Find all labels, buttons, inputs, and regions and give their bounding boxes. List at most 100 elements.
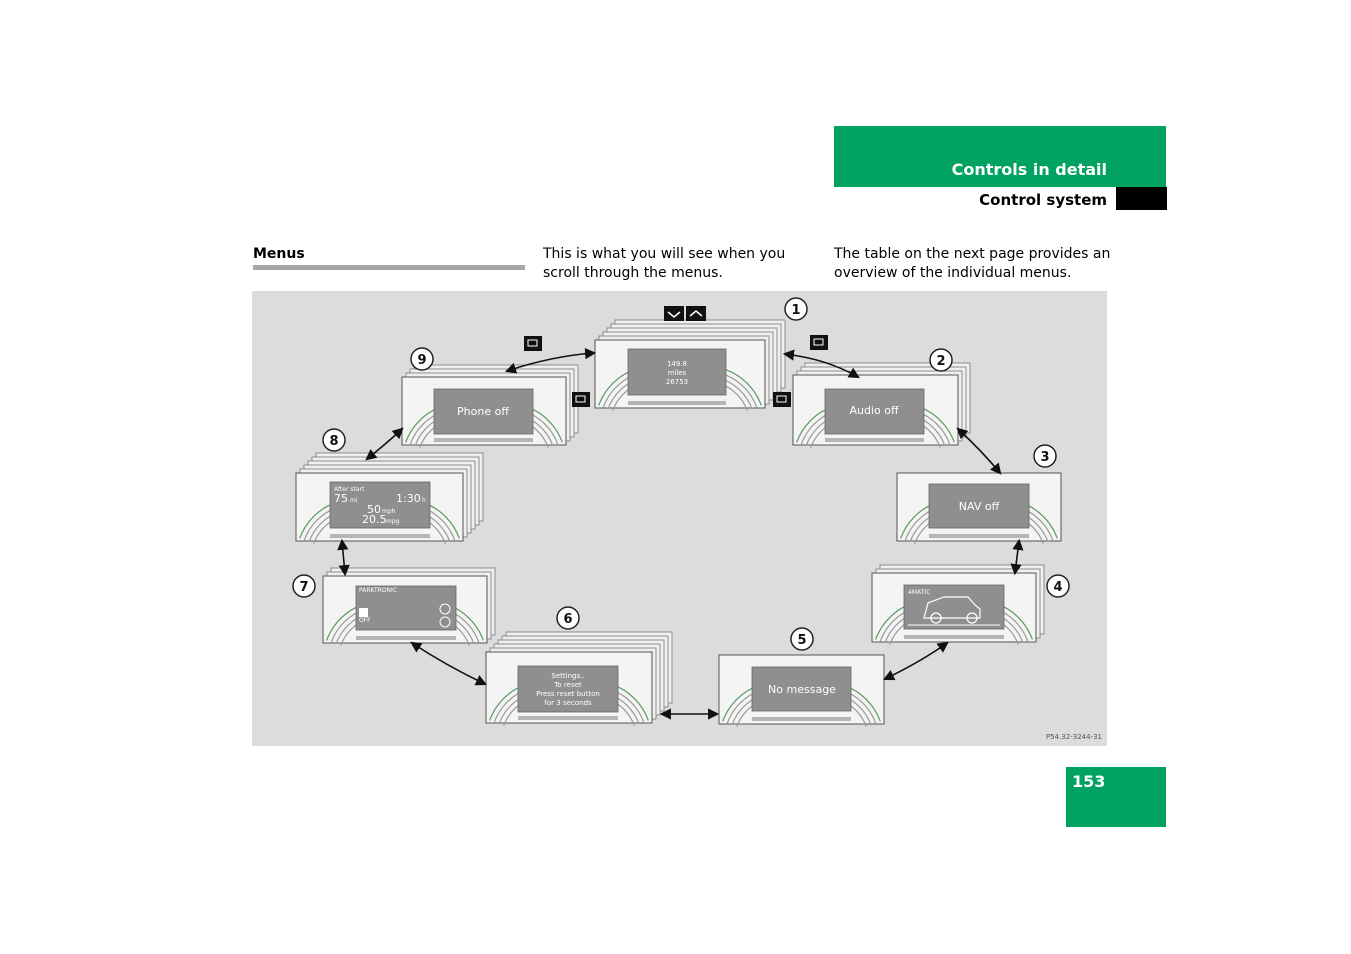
screen-display: [751, 666, 852, 712]
callout-circle-8: [322, 428, 346, 452]
screen-text: 20.5: [362, 513, 387, 526]
callout-circle-7: [292, 574, 316, 598]
callout-number: 7: [299, 580, 308, 595]
arrow-2-3: [956, 427, 1002, 475]
callout-circle-2: [929, 348, 953, 372]
menu-screen-4: 4MATIC: [871, 564, 1045, 645]
button-icon: [810, 335, 828, 350]
menus-heading: Menus: [253, 246, 305, 262]
plus-icon: [439, 603, 451, 615]
screen-display: [903, 584, 1005, 630]
scroll-down-button-icon: [664, 306, 684, 321]
menu-screen-9: Phone off: [401, 364, 579, 448]
wheel-icon: [930, 612, 942, 624]
screen-text: Audio off: [849, 404, 898, 417]
callout-number: 6: [563, 612, 572, 627]
arrow-6-7: [410, 641, 488, 686]
screen-text: mi: [350, 497, 358, 504]
scroll-up-button-icon: [686, 306, 706, 321]
park-icon: [359, 608, 368, 617]
callout-circle-4: [1046, 574, 1070, 598]
arrow-4-5: [882, 641, 949, 681]
callout-number: 4: [1053, 580, 1062, 595]
screen-bottom-bar: [904, 635, 1004, 639]
button-glyph: [813, 338, 824, 346]
screen-text: No message: [768, 683, 836, 696]
screen-text: 4MATIC: [908, 589, 930, 596]
arrow-8-9: [365, 427, 404, 461]
wheel-icon: [966, 612, 978, 624]
callout-number: 3: [1040, 450, 1049, 465]
figure-code: P54.32-3244-31: [1045, 733, 1102, 741]
page-number: 153: [1072, 772, 1106, 791]
screen-text: miles: [668, 369, 687, 377]
chevron-up-icon: [689, 310, 703, 317]
screen-text: mpg: [386, 518, 400, 525]
screen-text: Settings..: [551, 672, 584, 680]
screen-display: [517, 665, 619, 713]
screen-text: To reset: [553, 681, 582, 689]
menu-screen-7: PARKTRONIC OFF: [322, 567, 496, 646]
screen-bottom-bar: [356, 636, 456, 640]
arrow-7-8: [337, 538, 350, 577]
button-glyph: [776, 395, 787, 403]
screen-display: [355, 585, 457, 631]
callout-circle-1: [784, 297, 808, 321]
screen-text: OFF: [359, 617, 371, 624]
screen-bottom-bar: [929, 534, 1029, 538]
screen-display: [433, 388, 534, 435]
callout-number: 8: [329, 434, 338, 449]
callout-circle-3: [1033, 444, 1057, 468]
screen-display: [627, 348, 727, 396]
screen-display: [824, 388, 925, 435]
screen-text: 149.8: [667, 360, 687, 368]
screen-text: After start: [334, 486, 365, 493]
screen-text: 1:30: [396, 492, 421, 505]
screen-text: PARKTRONIC: [359, 587, 397, 594]
screen-display: [928, 483, 1030, 529]
car-icon: [923, 596, 981, 619]
screen-bottom-bar: [628, 401, 726, 405]
screen-text: h: [422, 497, 426, 504]
section-title: Control system: [979, 191, 1107, 209]
header-marker: [1116, 187, 1167, 210]
minus-icon: [439, 616, 451, 628]
screen-text: Phone off: [457, 405, 509, 418]
arrow-1-2: [782, 349, 860, 379]
screen-text: for 3 seconds: [544, 699, 591, 707]
button-icon: [773, 392, 791, 407]
callout-number: 2: [936, 354, 945, 369]
screen-text: 75: [334, 492, 348, 505]
screen-bottom-bar: [434, 438, 533, 442]
callout-circle-5: [790, 627, 814, 651]
menu-screen-5: No message: [718, 654, 885, 727]
callout-number: 5: [797, 633, 806, 648]
button-icon: [572, 392, 590, 407]
callout-circle-6: [556, 606, 580, 630]
screen-text: Press reset button: [536, 690, 600, 698]
page-number-box: [1066, 767, 1166, 827]
button-glyph: [527, 339, 538, 347]
arrow-3-4: [1010, 538, 1024, 576]
screen-bottom-bar: [825, 438, 924, 442]
header-band: [834, 126, 1166, 187]
screen-bottom-bar: [330, 534, 430, 538]
callout-circle-9: [410, 347, 434, 371]
overview-text: The table on the next page provides an o…: [834, 246, 1111, 281]
button-icon: [524, 336, 542, 351]
screen-text: 26753: [666, 378, 688, 386]
screen-text: 50: [367, 503, 381, 516]
gauge-arc: [725, 369, 762, 406]
menu-screen-3: NAV off: [896, 472, 1062, 544]
screen-text: mph: [382, 508, 396, 515]
callout-number: 1: [791, 303, 800, 318]
screen-display: [329, 481, 431, 529]
arrow-1-9: [504, 348, 597, 374]
intro-text: This is what you will see when you scrol…: [543, 246, 786, 281]
chevron-down-icon: [667, 311, 681, 318]
